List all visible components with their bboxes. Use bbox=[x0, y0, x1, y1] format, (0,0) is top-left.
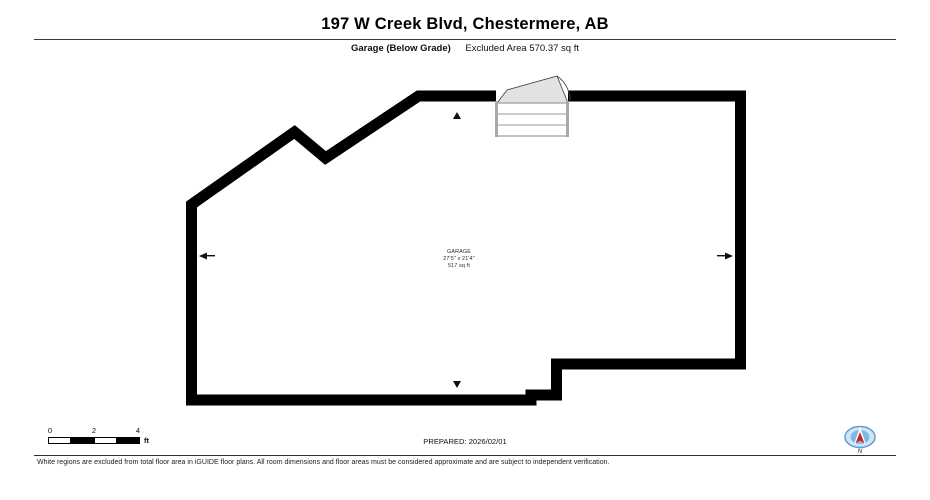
wall-outline bbox=[186, 90, 746, 406]
dimension-arrow-down bbox=[453, 381, 461, 388]
compass-icon bbox=[844, 425, 876, 449]
scale-bar: 0 2 4 ft bbox=[48, 426, 149, 445]
level-subheader: Garage (Below Grade) Excluded Area 570.3… bbox=[0, 43, 930, 54]
dimension-arrow-up bbox=[453, 112, 461, 119]
footer-divider bbox=[34, 455, 896, 456]
garage-door-symbol bbox=[495, 75, 571, 137]
prepared-date: PREPARED: 2026/02/01 bbox=[423, 437, 507, 446]
dimension-arrows bbox=[199, 112, 733, 388]
scale-tick-0: 0 bbox=[47, 426, 53, 435]
scale-tick-2: 2 bbox=[91, 426, 97, 435]
door-swing-arc bbox=[556, 75, 571, 103]
level-label: Garage (Below Grade) bbox=[351, 43, 451, 54]
scale-seg-4 bbox=[117, 437, 140, 444]
dimension-arrow-right bbox=[725, 252, 733, 260]
room-area: 517 sq ft bbox=[448, 263, 470, 269]
title-divider bbox=[34, 39, 896, 40]
room-label-garage: GARAGE 27'5" x 21'4" 517 sq ft bbox=[443, 249, 475, 269]
compass-needle-south bbox=[855, 432, 865, 444]
floor-plan-canvas: GARAGE 27'5" x 21'4" 517 sq ft bbox=[0, 70, 930, 425]
door-jamb-left bbox=[495, 101, 498, 137]
room-dimensions: 27'5" x 21'4" bbox=[443, 256, 475, 262]
room-name: GARAGE bbox=[447, 249, 471, 255]
scale-seg-1 bbox=[48, 437, 71, 444]
disclaimer-text: White regions are excluded from total fl… bbox=[37, 459, 610, 466]
compass-north-label: N bbox=[857, 448, 863, 455]
scale-unit: ft bbox=[144, 436, 149, 445]
door-track-rails bbox=[495, 102, 569, 137]
dimension-arrow-left bbox=[199, 252, 207, 260]
dimension-tail-right bbox=[717, 255, 726, 257]
excluded-area-label: Excluded Area 570.37 sq ft bbox=[465, 43, 579, 54]
door-jamb-right bbox=[566, 101, 569, 137]
scale-seg-2 bbox=[71, 437, 94, 444]
exterior-walls bbox=[186, 90, 746, 406]
scale-tick-4: 4 bbox=[135, 426, 141, 435]
floor-plan-drawing: GARAGE 27'5" x 21'4" 517 sq ft bbox=[186, 75, 746, 406]
page-title: 197 W Creek Blvd, Chestermere, AB bbox=[321, 15, 609, 33]
door-leaf bbox=[496, 75, 569, 104]
compass-rose: N bbox=[838, 424, 882, 460]
dimension-tail-left bbox=[206, 255, 215, 257]
scale-seg-3 bbox=[94, 437, 117, 444]
